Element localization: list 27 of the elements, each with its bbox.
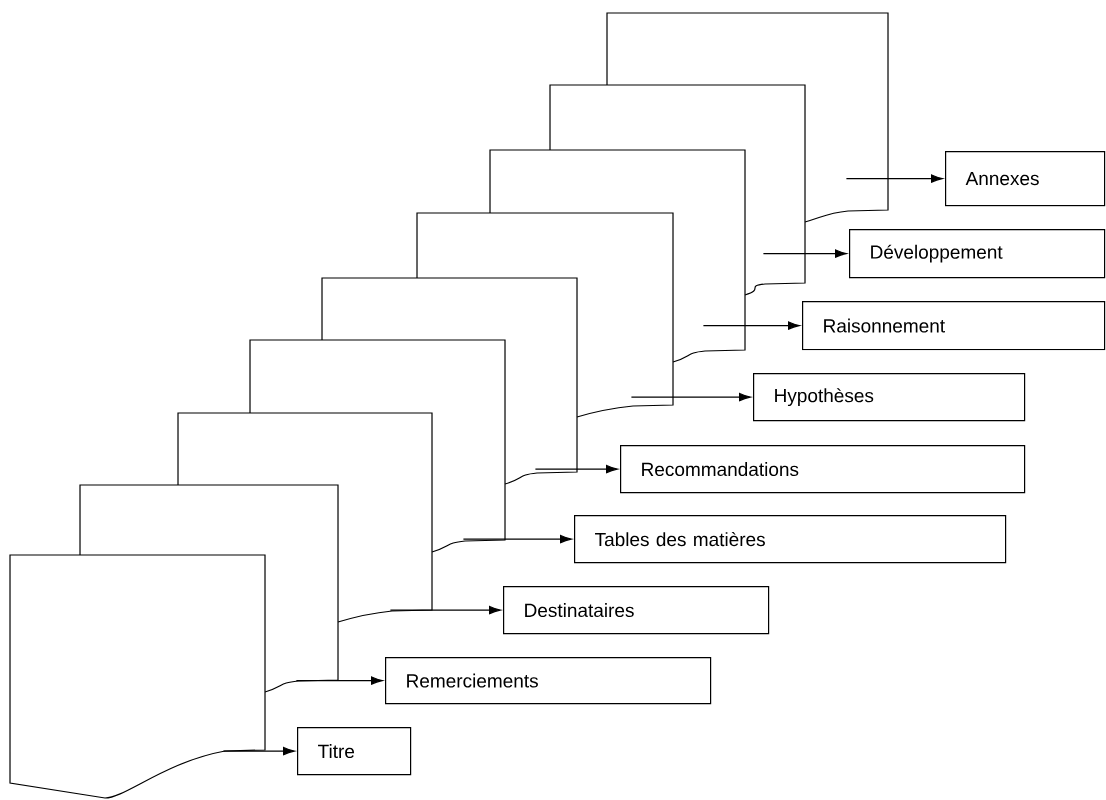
document-shape [177,412,433,623]
document-shape [79,484,339,693]
arrow [762,249,847,258]
label-box: Tables des matières [574,515,1007,564]
label-box: Recommandations [620,445,1026,494]
label-box: Titre [297,727,412,776]
document-shape [549,84,806,296]
arrow [295,676,383,685]
arrow [534,464,618,474]
document-shape [489,149,746,363]
document-shape [9,554,266,799]
label-box: Remerciements [385,657,712,705]
label-box: Annexes [945,151,1106,207]
label-box: Destinataires [503,586,770,635]
document-shape [321,277,578,485]
document-shape [249,339,506,553]
arrow [845,174,943,183]
label-box: Raisonnement [802,301,1106,351]
label-box: Développement [849,229,1106,279]
arrow [222,746,295,756]
arrow [630,392,751,402]
arrow [702,321,800,330]
label-box: Hypothèses [753,373,1026,422]
arrow [462,534,572,544]
arrow [389,605,501,615]
document-shape [416,212,674,418]
document-shape [606,12,889,223]
